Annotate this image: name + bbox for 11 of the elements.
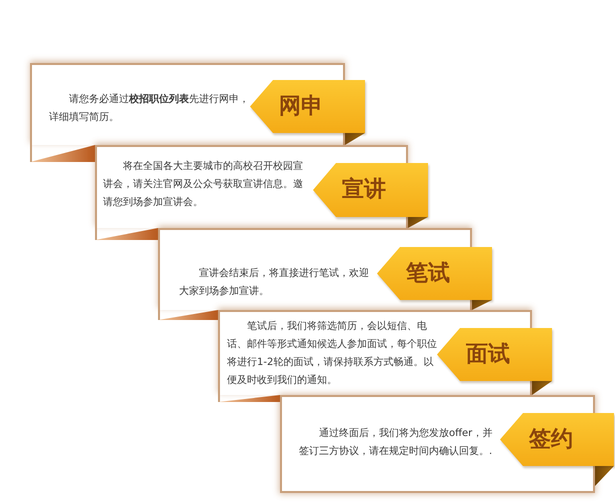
step-label: 笔试: [406, 260, 450, 286]
step-label: 签约: [529, 426, 573, 452]
step-label: 网申: [279, 94, 323, 120]
step-label: 面试: [466, 342, 510, 368]
step-description: 请您务必通过校招职位列表先进行网申，详细填写简历。: [49, 92, 250, 125]
step-description: 宣讲会结束后，将直接进行笔试，欢迎大家到场参加宣讲。: [179, 266, 370, 299]
step-label: 宣讲: [342, 177, 386, 203]
step-description: 通过终面后，我们将为您发放offer，并签订三方协议，请在规定时间内确认回复。.: [299, 426, 493, 459]
step-description: 将在全国各大主要城市的高校召开校园宣讲会，请关注官网及公众号获取宣讲信息。邀请您到场参加宣讲会。: [103, 160, 304, 210]
step-tab: [500, 413, 614, 466]
step-description: 笔试后，我们将筛选简历，会以短信、电话、邮件等形式通知候选人参加面试，每个职位将进行1-2轮的面试，请保持联系方式畅通。以便及时收到我们的通知。: [227, 320, 438, 388]
